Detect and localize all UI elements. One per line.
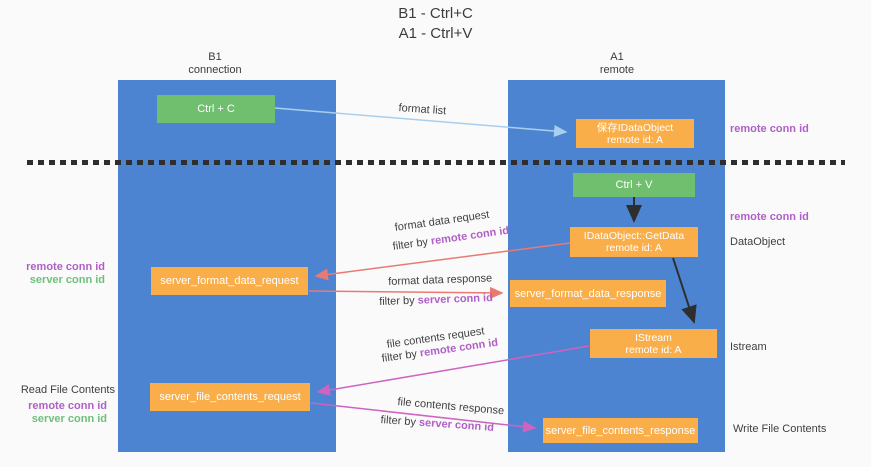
label-istream: Istream <box>730 341 767 353</box>
filter-by-prefix-4: filter by <box>380 414 417 429</box>
column-header-a1: A1 remote <box>557 51 677 77</box>
label-remote-conn-id-left-1: remote conn id <box>26 261 105 273</box>
box-server-file-contents-response-label: server_file_contents_response <box>545 424 696 437</box>
label-dataobject: DataObject <box>730 236 786 248</box>
box-server-format-data-request-label: server_format_data_request <box>160 275 299 287</box>
column-a1-name: A1 <box>610 51 624 63</box>
filter-by-prefix-2: filter by <box>379 294 415 308</box>
box-server-format-data-request: server_format_data_request <box>151 267 308 295</box>
label-write-file-contents: Write File Contents <box>733 423 827 435</box>
title-line-1: B1 - Ctrl+C <box>398 5 473 22</box>
box-istream-line1: IStream <box>635 331 672 344</box>
box-server-file-contents-request: server_file_contents_request <box>150 383 310 411</box>
page-title: B1 - Ctrl+C A1 - Ctrl+V <box>0 4 871 44</box>
left-conn-id-block-2: remote conn id server conn id <box>8 400 107 426</box>
box-ctrl-c-label: Ctrl + C <box>197 103 235 115</box>
label-read-file-contents: Read File Contents <box>20 384 115 396</box>
box-getdata-line1: IDataObject::GetData <box>583 230 685 242</box>
box-istream: IStream remote id: A <box>590 329 717 358</box>
box-server-file-contents-request-label: server_file_contents_request <box>159 391 301 403</box>
box-server-format-data-response-label: server_format_data_response <box>514 287 662 300</box>
box-idataobject-getdata: IDataObject::GetData remote id: A <box>570 227 698 257</box>
label-remote-conn-id-top: remote conn id <box>730 123 809 135</box>
box-save-idataobject-line1: 保存IDataObject <box>596 121 674 134</box>
label-format-data-response: format data response <box>388 272 493 288</box>
filter-by-server-id-1: server conn id <box>417 292 494 307</box>
column-a1-role: remote <box>599 64 635 76</box>
box-getdata-line2: remote id: A <box>605 242 663 254</box>
box-ctrl-v: Ctrl + V <box>573 173 695 197</box>
label-remote-conn-id-mid: remote conn id <box>730 211 809 223</box>
filter-by-prefix-1: filter by <box>392 236 429 253</box>
column-b1-name: B1 <box>208 51 222 63</box>
box-ctrl-v-label: Ctrl + V <box>615 179 653 191</box>
label-server-conn-id-left-2: server conn id <box>31 413 107 425</box>
box-server-file-contents-response: server_file_contents_response <box>543 418 698 443</box>
box-istream-line2: remote id: A <box>625 343 682 356</box>
label-server-conn-id-left-1: server conn id <box>29 274 105 286</box>
label-remote-conn-id-left-2: remote conn id <box>28 400 107 412</box>
box-save-idataobject-line2: remote id: A <box>606 133 664 146</box>
session-divider <box>27 160 845 165</box>
label-file-contents-response: file contents response <box>396 396 505 418</box>
column-b1-role: connection <box>188 64 242 76</box>
filter-by-server-id-2: server conn id <box>418 416 495 434</box>
filter-by-prefix-3: filter by <box>381 348 418 365</box>
box-ctrl-c: Ctrl + C <box>157 95 275 123</box>
label-format-list: format list <box>398 102 447 118</box>
column-header-b1: B1 connection <box>155 51 275 77</box>
box-server-format-data-response: server_format_data_response <box>510 280 666 307</box>
title-line-2: A1 - Ctrl+V <box>398 25 473 42</box>
box-save-idataobject: 保存IDataObject remote id: A <box>576 119 694 148</box>
left-conn-id-block-1: remote conn id server conn id <box>8 261 105 287</box>
